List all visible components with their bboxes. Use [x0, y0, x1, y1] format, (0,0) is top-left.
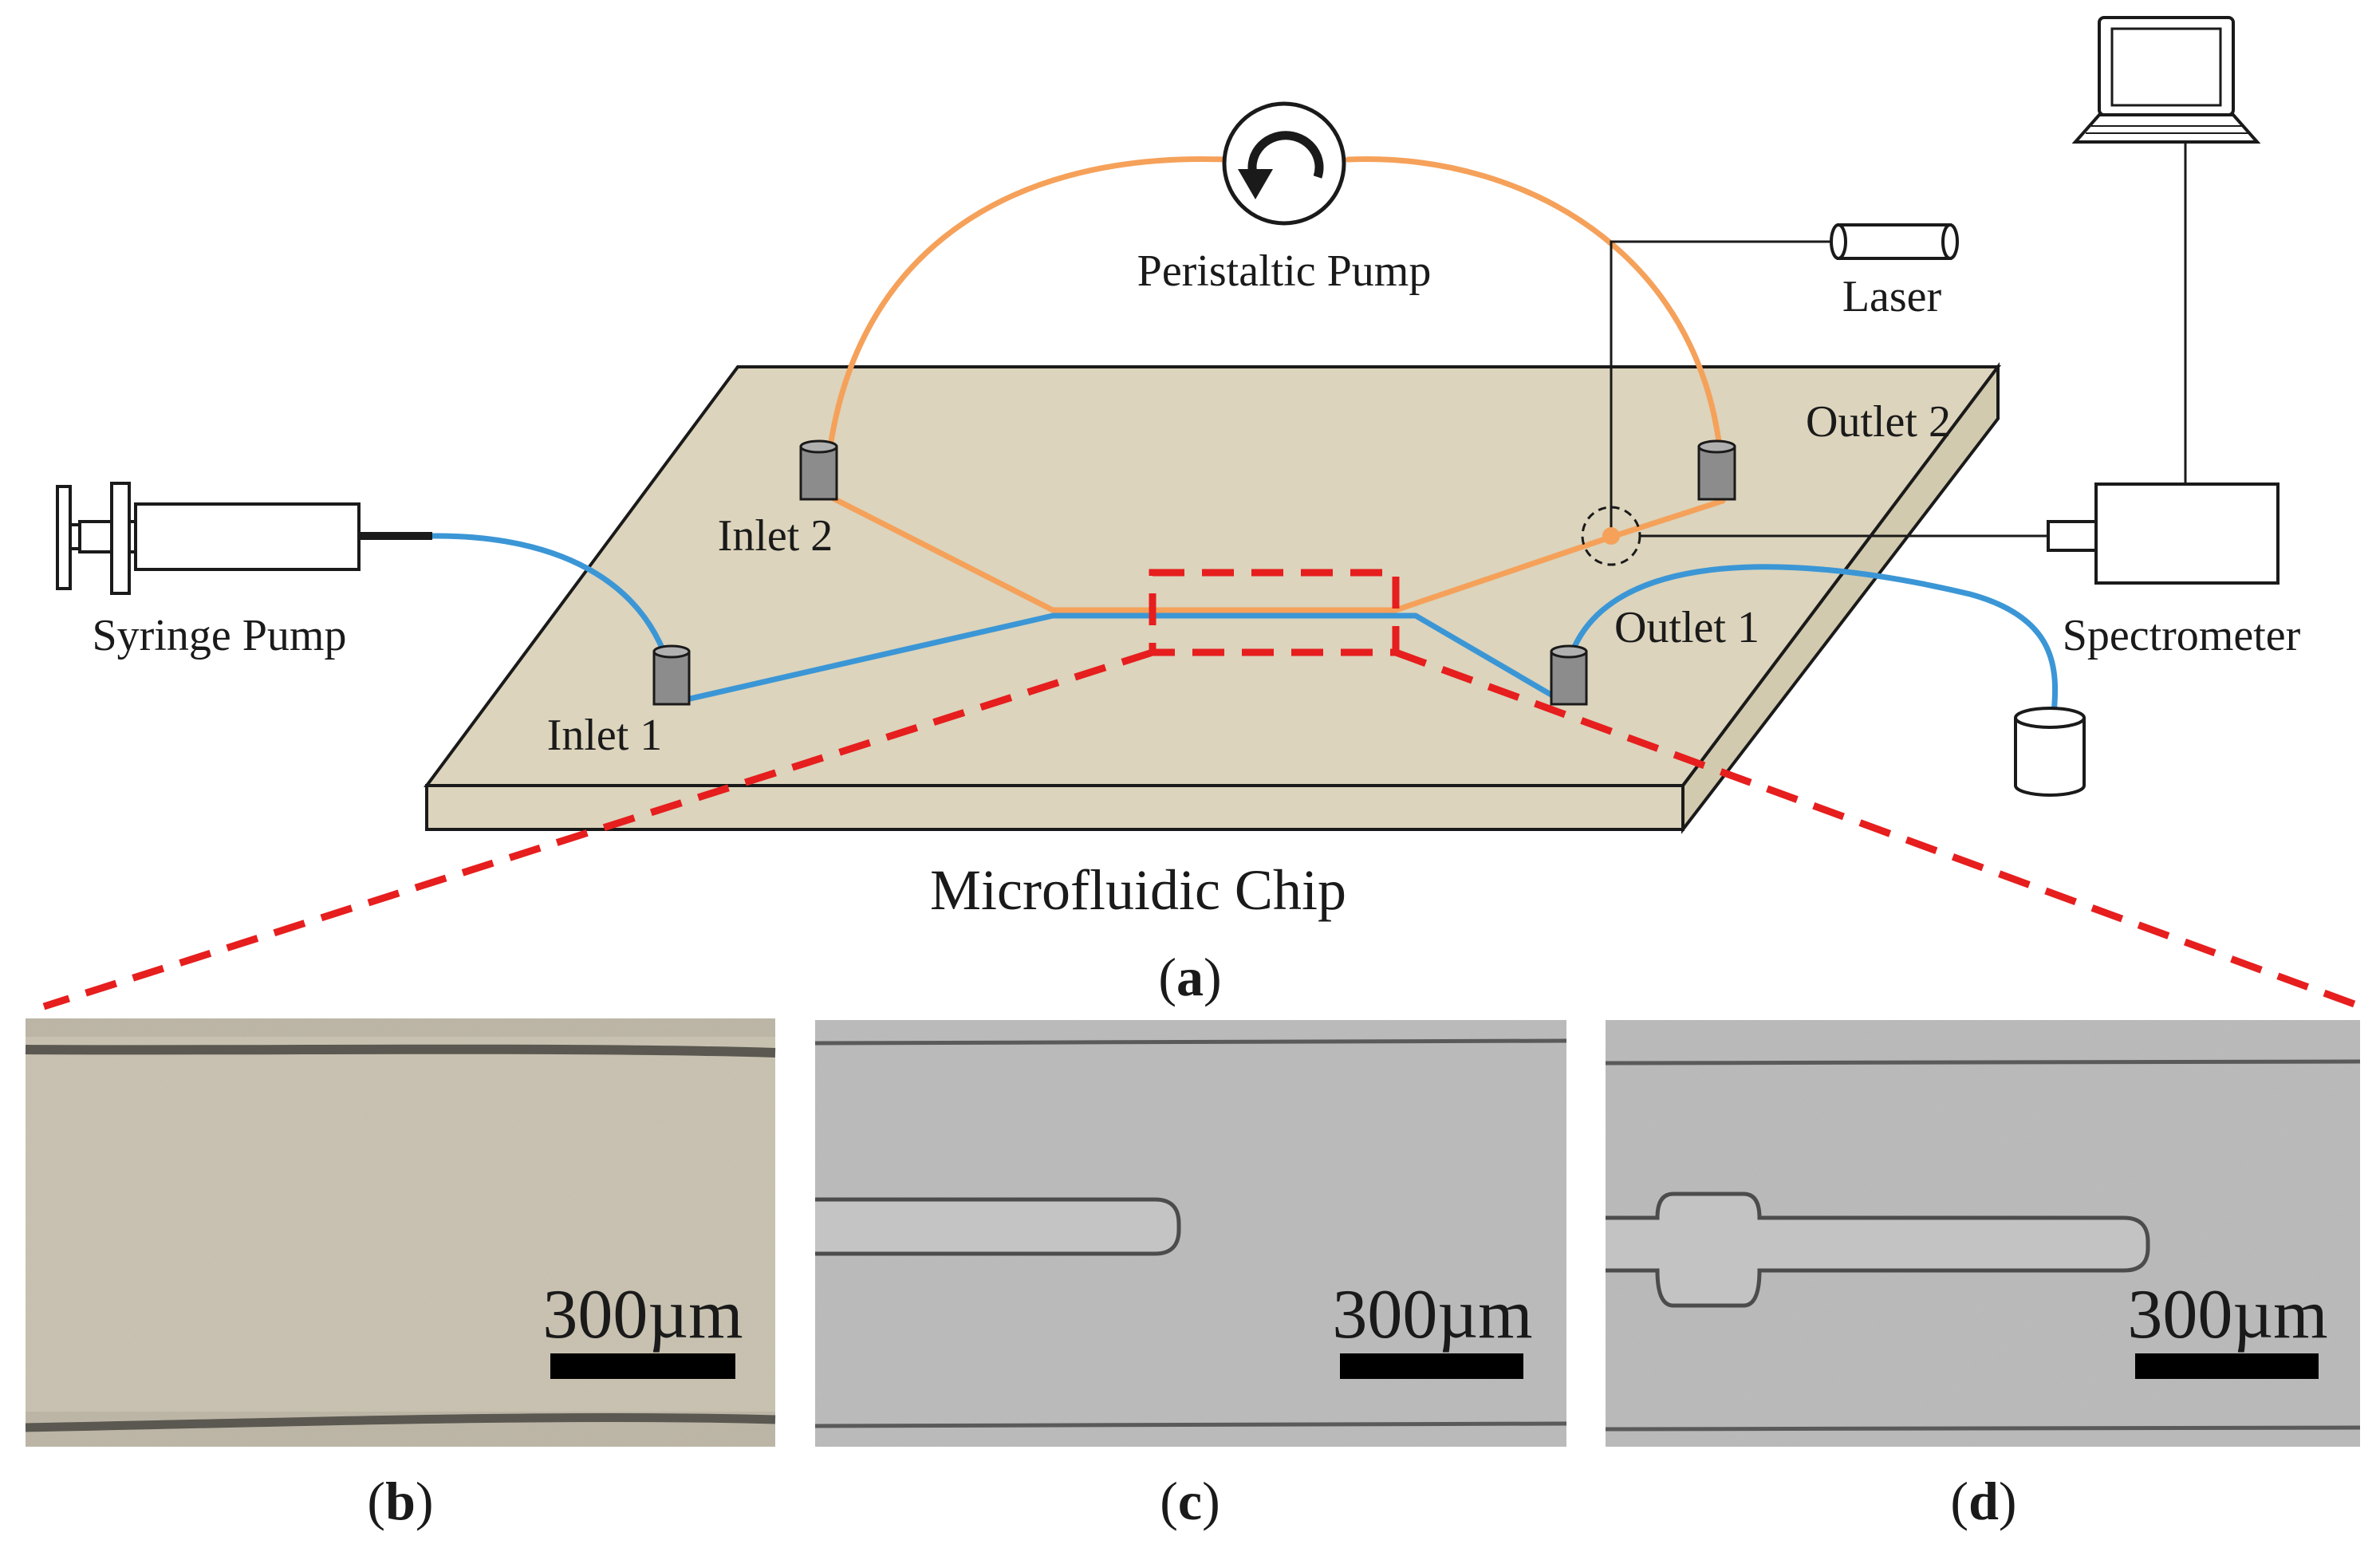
syringe-pump-label: Syringe Pump [93, 611, 347, 660]
micrograph-c: 300µm [814, 1020, 1567, 1447]
scale-label-d: 300µm [2127, 1276, 2327, 1353]
syringe-needle [359, 532, 432, 540]
channel-wall-top [25, 1044, 776, 1058]
port-inlet2 [799, 439, 838, 501]
peristaltic-pump-label: Peristaltic Pump [1137, 246, 1432, 296]
panel-c-caption: (c) [1160, 1471, 1220, 1531]
channel-wall-bottom [25, 1412, 776, 1432]
scale-bar-c [1340, 1353, 1523, 1379]
orange-tube-left [822, 156, 1227, 498]
blue-tube-waste [1560, 564, 2059, 717]
cross-fiber-tip [1606, 1192, 2150, 1308]
zoom-box [1149, 569, 1400, 656]
orange-flow-loop [822, 156, 1726, 613]
port-outlet1 [1550, 644, 1588, 706]
orange-tube-right [1345, 156, 1726, 502]
scale-label-b: 300µm [542, 1276, 743, 1353]
laser-label: Laser [1842, 272, 1942, 321]
microfluidic-chip [424, 362, 2002, 834]
scale-label-c: 300µm [1332, 1276, 1532, 1353]
peristaltic-pump-icon [1222, 101, 1346, 226]
waste-container-icon [2014, 707, 2086, 797]
laser-icon [1830, 223, 1959, 260]
inlet1-label: Inlet 1 [547, 711, 663, 760]
spectrometer-icon [2047, 483, 2280, 585]
outlet2-label: Outlet 2 [1806, 397, 1951, 447]
channel-wall-top [1605, 1059, 2361, 1065]
zoom-indicator [42, 569, 2362, 1010]
inlet2-label: Inlet 2 [718, 511, 833, 561]
scale-bar-d [2135, 1353, 2319, 1379]
port-inlet1 [652, 644, 691, 706]
chip-side-face [1681, 362, 2000, 834]
channel-wall-bottom [814, 1421, 1567, 1428]
micrograph-d: 300µm [1605, 1020, 2361, 1447]
port-outlet2 [1697, 439, 1736, 501]
fiber-tip [815, 1197, 1181, 1256]
syringe-pump-icon [56, 482, 361, 595]
outlet1-label: Outlet 1 [1614, 603, 1759, 652]
detection-point-dot [1602, 527, 1620, 545]
scale-bar-b [550, 1353, 735, 1379]
spectrometer-label: Spectrometer [2063, 611, 2301, 660]
channel-wall-top [814, 1038, 1567, 1046]
channel-wall-bottom [1605, 1425, 2361, 1432]
computer-icon [2071, 16, 2261, 144]
chip-label: Microfluidic Chip [930, 858, 1346, 922]
panel-d-caption: (d) [1950, 1471, 2016, 1531]
zoom-line-left [42, 648, 1154, 1010]
panel-a-caption: (a) [1158, 947, 1221, 1007]
blue-chip-channel [673, 613, 1566, 705]
zoom-line-right [1394, 648, 2362, 1010]
panel-b-caption: (b) [367, 1471, 433, 1531]
orange-chip-channel [822, 491, 1726, 613]
laser-fiber [1610, 240, 1831, 536]
micrograph-b: 300µm [25, 1018, 776, 1447]
